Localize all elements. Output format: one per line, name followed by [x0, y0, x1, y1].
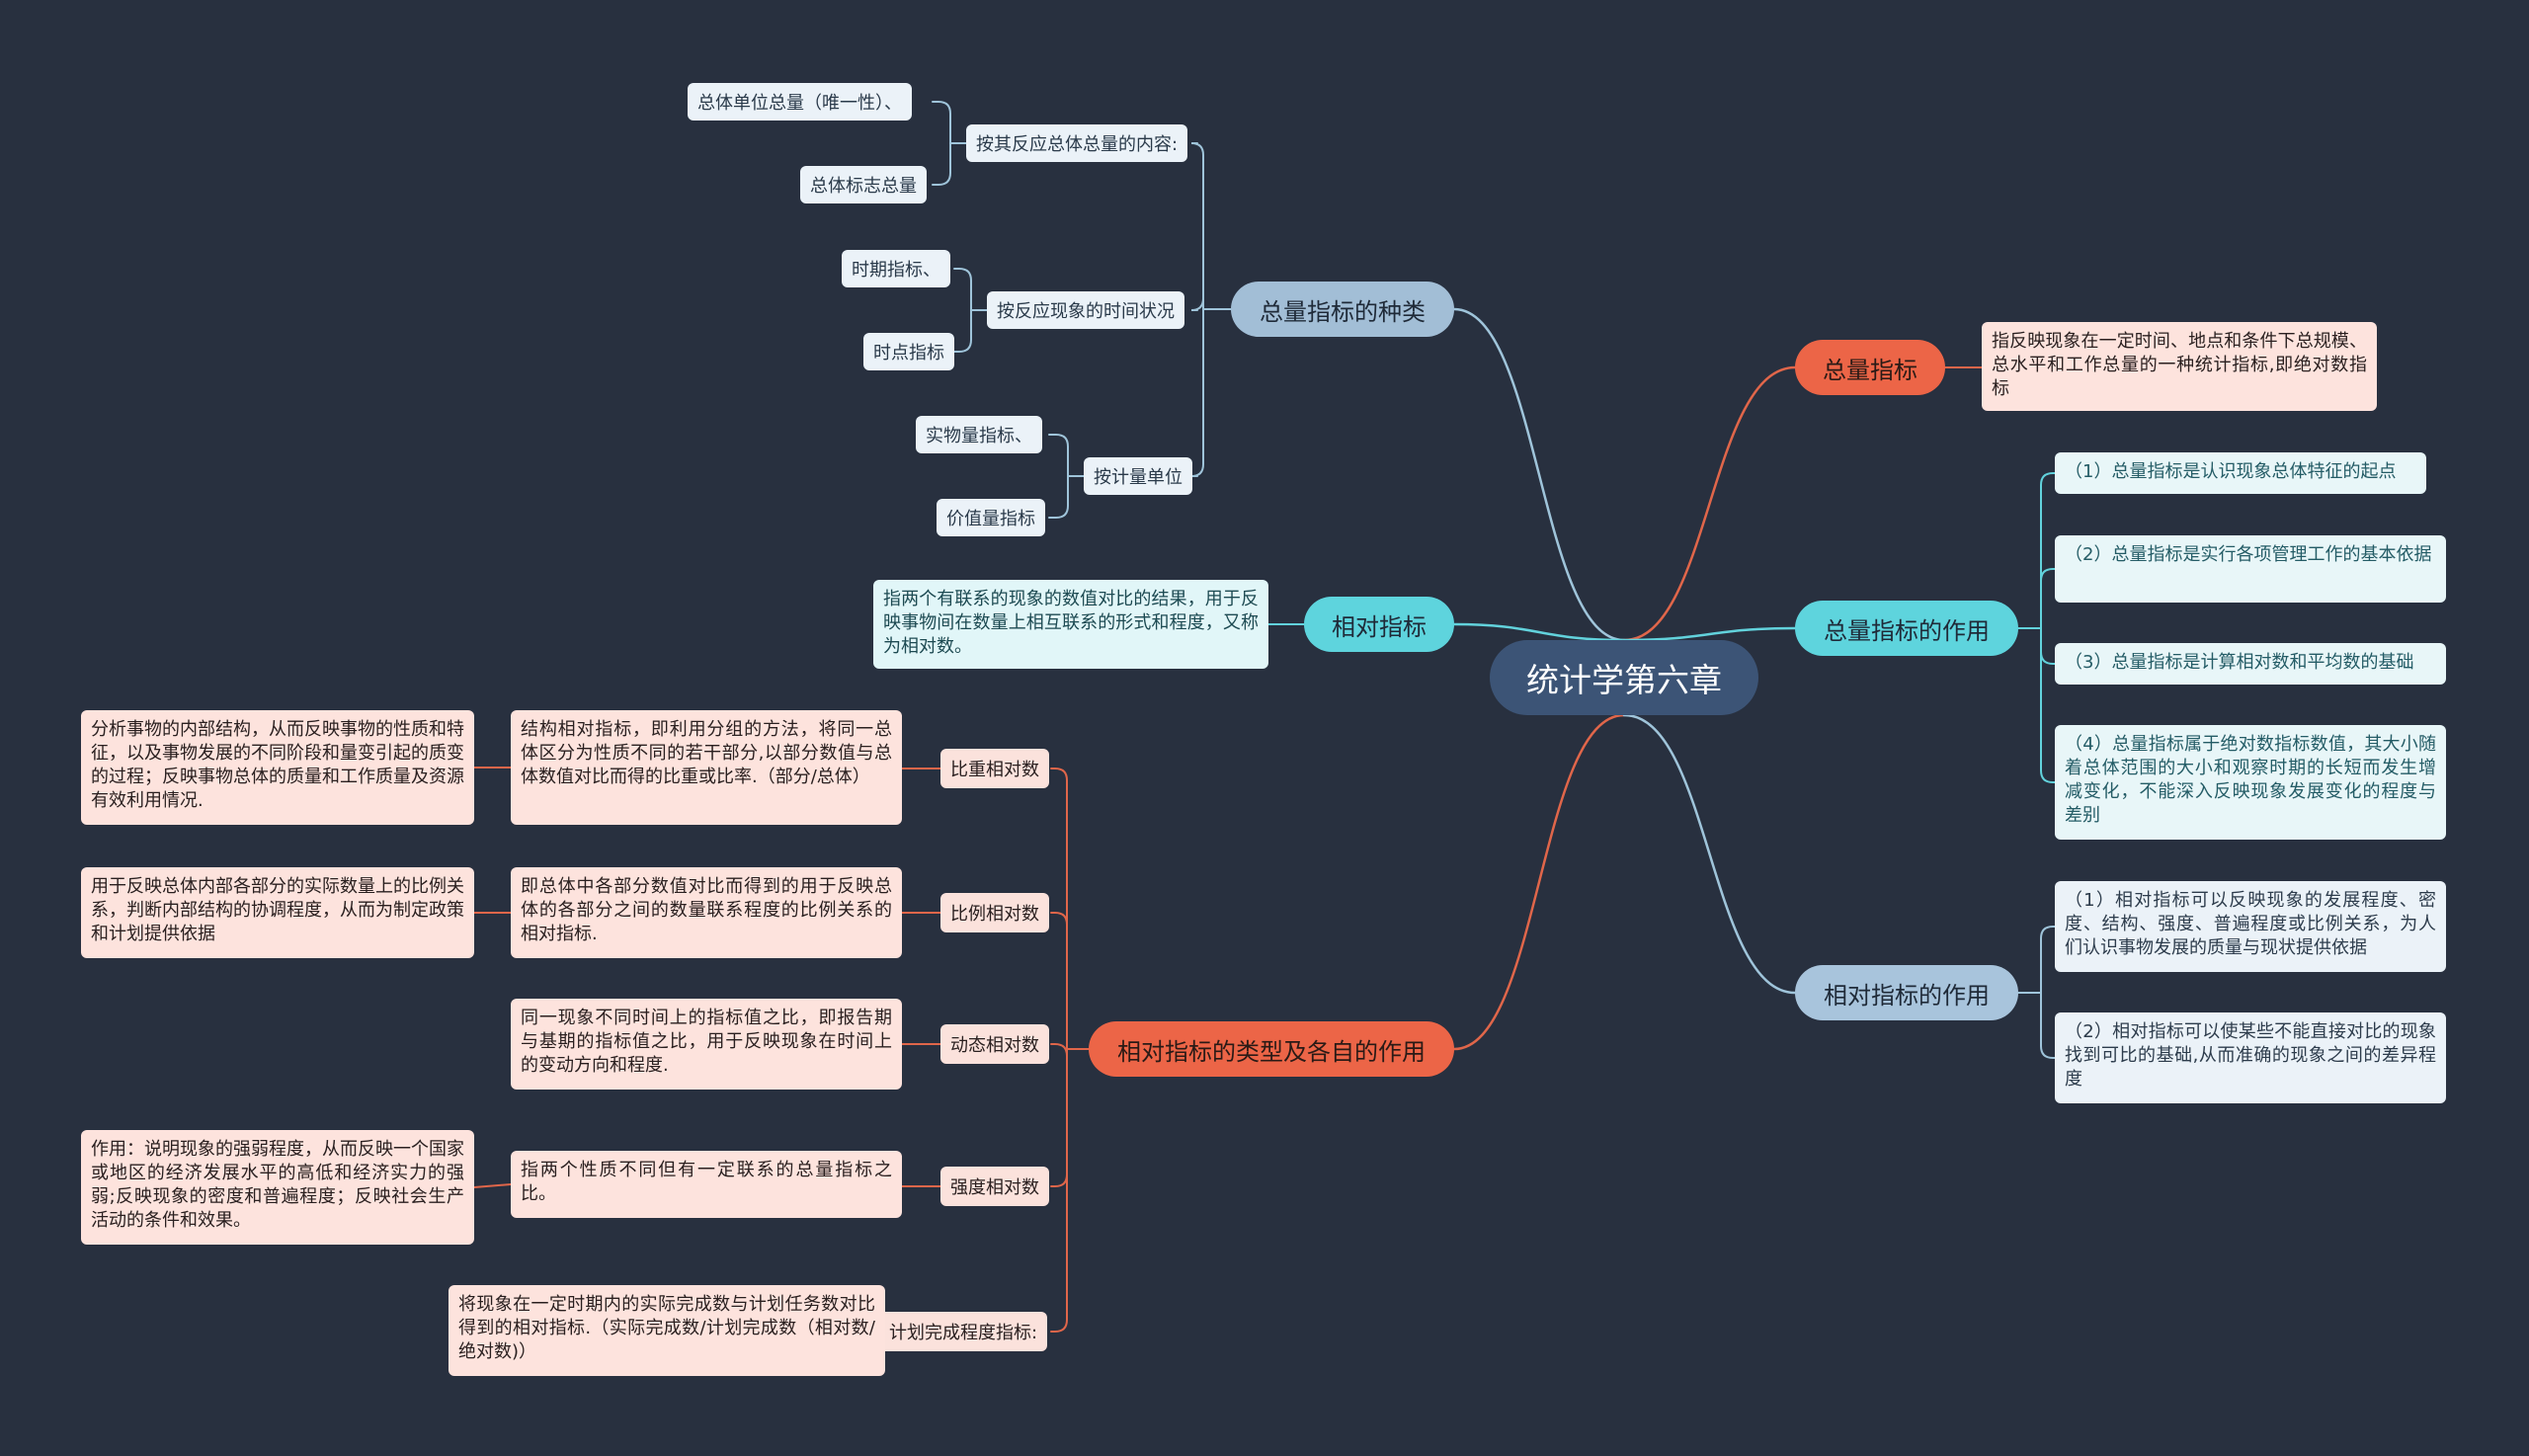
kinds-group-time[interactable]: 按反应现象的时间状况 [987, 291, 1184, 329]
relative-definition: 指两个有联系的现象的数值对比的结果，用于反映事物间在数量上相互联系的形式和程度，… [873, 580, 1268, 669]
branch-relative-role[interactable]: 相对指标的作用 [1795, 965, 2018, 1020]
total-role-4: （4）总量指标属于绝对数指标数值，其大小随着总体范围的大小和观察时期的长短而发生… [2055, 725, 2446, 840]
branch-total-role[interactable]: 总量指标的作用 [1795, 601, 2018, 656]
type-definition-plan: 将现象在一定时期内的实际完成数与计划任务数对比得到的相对指标.（实际完成数/计划… [449, 1285, 885, 1376]
type-definition-dynamic: 同一现象不同时间上的指标值之比，即报告期与基期的指标值之比，用于反映现象在时间上… [511, 999, 902, 1090]
kinds-group-unit[interactable]: 按计量单位 [1084, 457, 1192, 495]
type-label-ratio[interactable]: 比例相对数 [940, 893, 1049, 932]
link-kinds-groups [1190, 308, 1204, 477]
total-role-2: （2）总量指标是实行各项管理工作的基本依据 [2055, 535, 2446, 603]
link-definition-role [473, 1183, 512, 1188]
link-root-relative-role [1622, 713, 1797, 995]
kinds-item-point[interactable]: 时点指标 [863, 333, 954, 370]
total-role-3: （3）总量指标是计算相对数和平均数的基础 [2055, 643, 2446, 685]
type-label-intensity[interactable]: 强度相对数 [940, 1167, 1049, 1206]
link-total-role-items [2040, 472, 2056, 629]
link-root-types [1452, 713, 1626, 1051]
type-role-proportion: 分析事物的内部结构，从而反映事物的性质和特征，以及事物发展的不同阶段和量变引起的… [81, 710, 474, 825]
kinds-item-mark-total[interactable]: 总体标志总量 [800, 166, 927, 203]
link-root-kinds [1452, 307, 1626, 642]
relative-role-1: （1）相对指标可以反映现象的发展程度、密度、结构、强度、普遍程度或比例关系，为人… [2055, 881, 2446, 972]
kinds-item-value[interactable]: 价值量指标 [937, 499, 1045, 536]
total-definition: 指反映现象在一定时间、地点和条件下总规模、总水平和工作总量的一种统计指标,即绝对… [1982, 322, 2377, 411]
type-role-intensity: 作用：说明现象的强弱程度，从而反映一个国家或地区的经济发展水平的高低和经济实力的… [81, 1130, 474, 1245]
link-relative-role-items [2040, 992, 2056, 1059]
link-types-items [1050, 1048, 1068, 1333]
kinds-group-content[interactable]: 按其反应总体总量的内容: [966, 124, 1188, 162]
link-kinds-time [953, 268, 972, 311]
relative-role-2: （2）相对指标可以使某些不能直接对比的现象找到可比的基础,从而准确的现象之间的差… [2055, 1012, 2446, 1103]
link-total-role-items [2040, 627, 2056, 783]
link-kinds-content [932, 142, 951, 186]
link-root-total-role [1622, 626, 1797, 642]
branch-relative-types[interactable]: 相对指标的类型及各自的作用 [1089, 1021, 1454, 1077]
branch-total[interactable]: 总量指标 [1795, 340, 1945, 395]
branch-total-kinds[interactable]: 总量指标的种类 [1231, 282, 1454, 337]
link-kinds-unit [1048, 475, 1069, 519]
root-topic[interactable]: 统计学第六章 [1490, 640, 1758, 715]
type-role-ratio: 用于反映总体内部各部分的实际数量上的比例关系，判断内部结构的协调程度，从而为制定… [81, 867, 474, 958]
type-label-proportion[interactable]: 比重相对数 [940, 749, 1049, 788]
type-definition-intensity: 指两个性质不同但有一定联系的总量指标之比。 [511, 1151, 902, 1218]
link-root-relative [1452, 622, 1626, 642]
type-definition-ratio: 即总体中各部分数值对比而得到的用于反映总体的各部分之间的数量联系程度的比例关系的… [511, 867, 902, 958]
link-kinds-unit [1048, 434, 1069, 477]
kinds-item-period[interactable]: 时期指标、 [842, 250, 950, 287]
link-types-items [1050, 1043, 1068, 1057]
link-kinds-groups [1190, 297, 1204, 311]
link-root-total [1622, 365, 1797, 642]
total-role-1: （1）总量指标是认识现象总体特征的起点 [2055, 452, 2426, 494]
link-total-role-items [2040, 568, 2056, 629]
link-kinds-content [932, 101, 951, 144]
type-label-plan[interactable]: 计划完成程度指标: [879, 1312, 1048, 1351]
link-kinds-time [953, 309, 972, 353]
link-relative-role-items [2040, 926, 2056, 994]
kinds-item-unit-total[interactable]: 总体单位总量（唯一性）、 [688, 83, 912, 121]
branch-relative[interactable]: 相对指标 [1304, 597, 1454, 652]
link-total-role-items [2040, 627, 2056, 665]
type-label-dynamic[interactable]: 动态相对数 [940, 1024, 1049, 1064]
link-types-items [1050, 1048, 1068, 1187]
kinds-item-physical[interactable]: 实物量指标、 [916, 416, 1042, 453]
link-types-items [1050, 912, 1068, 1050]
link-kinds-groups [1190, 142, 1204, 310]
type-definition-proportion: 结构相对指标，即利用分组的方法，将同一总体区分为性质不同的若干部分,以部分数值与… [511, 710, 902, 825]
link-types-items [1050, 768, 1068, 1050]
